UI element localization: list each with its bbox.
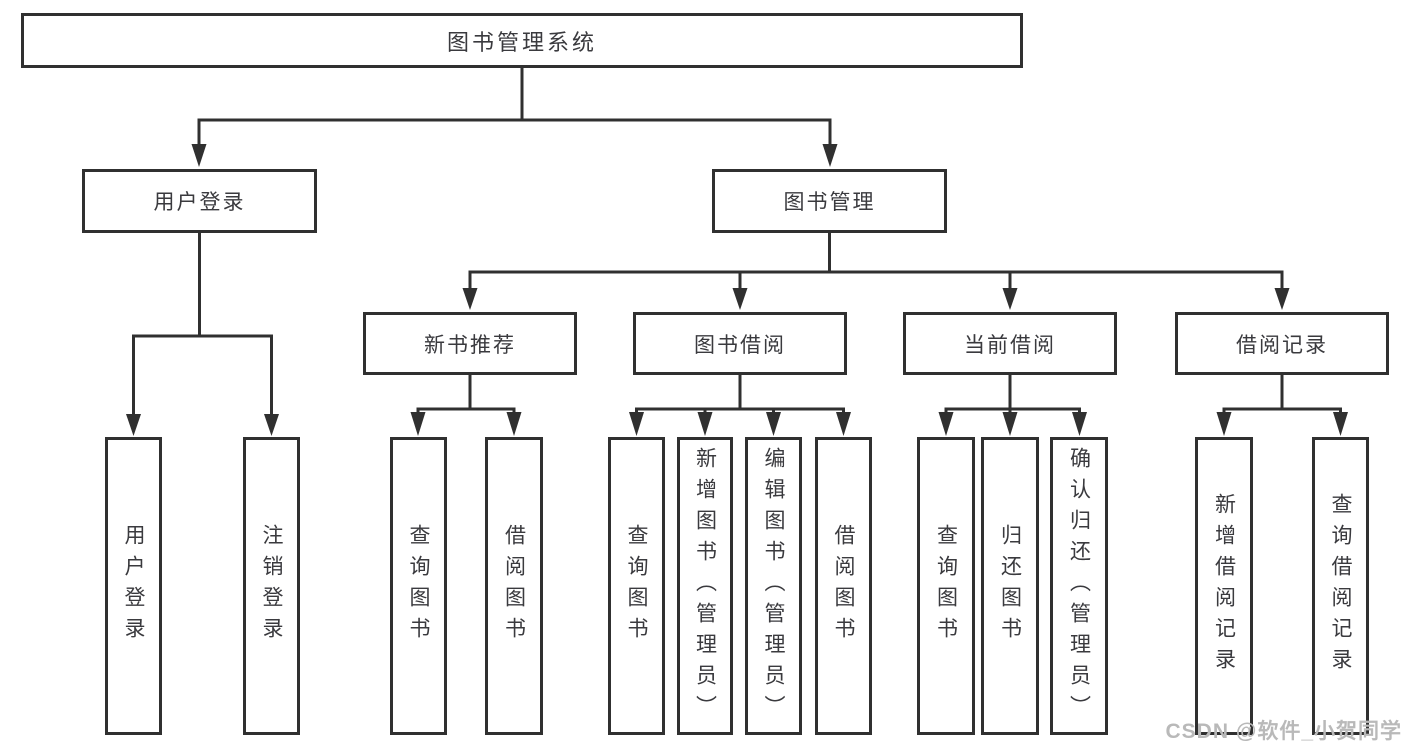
- leaf-br-add-record: 新增借阅记录: [1195, 437, 1253, 735]
- node-label: 当前借阅: [964, 333, 1056, 357]
- node-label: 用户登录: [153, 191, 246, 214]
- leaf-cb-query-book: 查询图书: [917, 437, 975, 735]
- node-label: 确认归还（管理员）: [1067, 446, 1091, 726]
- node-label: 用户登录: [122, 524, 145, 648]
- node-user-login: 用户登录: [82, 169, 317, 233]
- leaf-user-login: 用户登录: [105, 437, 162, 735]
- node-label: 新书推荐: [424, 333, 516, 357]
- leaf-bb-borrow-book: 借阅图书: [815, 437, 872, 735]
- csdn-watermark: CSDN @软件_小贺同学: [1165, 720, 1402, 743]
- leaf-nbr-borrow-book: 借阅图书: [485, 437, 543, 735]
- node-label: 借阅图书: [832, 524, 855, 648]
- leaf-cb-return-book: 归还图书: [981, 437, 1039, 735]
- node-label: 查询图书: [625, 524, 648, 648]
- node-label: 查询图书: [407, 524, 430, 648]
- leaf-logout: 注销登录: [243, 437, 300, 735]
- node-book-management: 图书管理: [712, 169, 947, 233]
- node-current-borrow: 当前借阅: [903, 312, 1117, 375]
- node-library-management-system: 图书管理系统: [21, 13, 1023, 68]
- node-label: 新增借阅记录: [1212, 493, 1236, 679]
- node-label: 注销登录: [260, 524, 283, 648]
- node-label: 借阅记录: [1236, 333, 1328, 357]
- node-book-borrow: 图书借阅: [633, 312, 847, 375]
- node-label: 查询借阅记录: [1329, 493, 1352, 679]
- node-label: 查询图书: [934, 524, 958, 648]
- leaf-bb-query-book: 查询图书: [608, 437, 665, 735]
- leaf-nbr-query-book: 查询图书: [390, 437, 447, 735]
- leaf-cb-confirm-return-admin: 确认归还（管理员）: [1050, 437, 1108, 735]
- leaf-bb-add-book-admin: 新增图书（管理员）: [677, 437, 733, 735]
- leaf-bb-edit-book-admin: 编辑图书（管理员）: [745, 437, 802, 735]
- node-new-book-recommend: 新书推荐: [363, 312, 577, 375]
- leaf-br-query-record: 查询借阅记录: [1312, 437, 1369, 735]
- node-label: 图书管理: [783, 191, 876, 214]
- node-label: 图书管理系统: [446, 29, 597, 55]
- node-label: 新增图书（管理员）: [693, 446, 717, 726]
- node-label: 编辑图书（管理员）: [762, 446, 785, 726]
- node-label: 归还图书: [998, 524, 1022, 648]
- node-label: 借阅图书: [502, 524, 526, 648]
- node-borrow-records: 借阅记录: [1175, 312, 1389, 375]
- node-label: 图书借阅: [694, 333, 786, 357]
